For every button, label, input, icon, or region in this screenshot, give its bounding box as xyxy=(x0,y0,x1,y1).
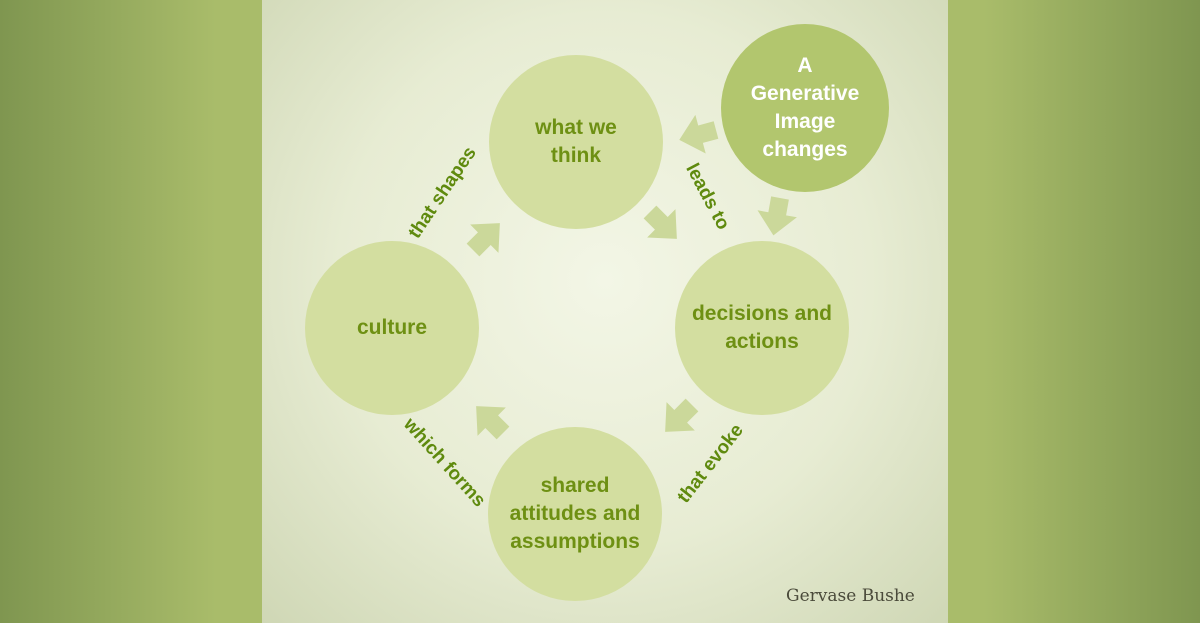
arrow-culture-to-think xyxy=(466,223,500,257)
node-shared-attitudes xyxy=(488,427,662,601)
node-generative-image xyxy=(721,24,889,192)
arrow-decisions-to-shared xyxy=(665,398,699,432)
node-decisions-text: decisions and actions xyxy=(691,302,833,353)
node-decisions-and-actions xyxy=(675,241,849,415)
node-what-we-think xyxy=(489,55,663,229)
node-what-we-think-text: what we think xyxy=(535,116,617,167)
node-culture xyxy=(305,241,479,415)
arrow-generative-to-decisions xyxy=(757,196,797,236)
node-generative-text: A Generative Image changes xyxy=(750,54,860,161)
node-shared-text: shared attitudes and assumptions xyxy=(509,474,641,553)
arrow-generative-to-think xyxy=(679,114,719,154)
node-culture-text: culture xyxy=(356,316,427,339)
arrow-think-to-decisions xyxy=(643,205,677,239)
author-credit: Gervase Bushe xyxy=(786,586,915,606)
arrow-shared-to-culture xyxy=(476,406,510,440)
